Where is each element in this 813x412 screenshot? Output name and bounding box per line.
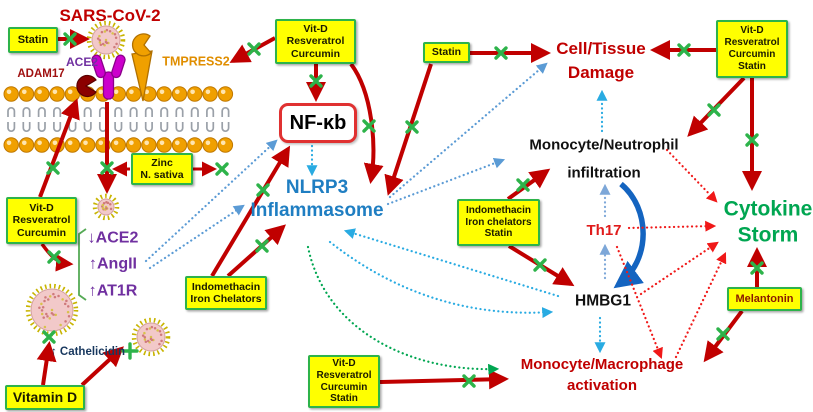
indomethacin-inhibits-nfkb-inhibition-mark — [256, 183, 270, 197]
vitd-inhibits-nlrp3 — [349, 62, 384, 184]
zinc-inhibits-right-inhibition-mark — [215, 162, 229, 176]
vitd-left-inhibits-adam17 — [38, 98, 80, 198]
nlrp3-activates-macrophage — [306, 245, 500, 375]
vitamin-d-box: Vitamin D — [5, 385, 85, 410]
nlrp3-causes-cell-damage — [388, 62, 548, 199]
vitd-bottom-inhibits-activation-inhibition-mark — [462, 374, 476, 388]
nfkb-node: NF-κb — [279, 103, 357, 143]
indomethacin-inhibits-nfkb — [210, 145, 291, 278]
infiltration-feeds-cytokine — [665, 148, 718, 203]
indo-statin-inhibits-infiltration — [506, 168, 551, 201]
indo-statin-inhibits-hmbg1-inhibition-mark — [533, 258, 547, 272]
nlrp3-causes-infiltration — [386, 158, 506, 206]
activation-feeds-cytokine — [674, 252, 727, 359]
vitd-bottom-inhibits-activation — [379, 369, 509, 390]
angii-bracket — [78, 228, 87, 301]
angii-activates-nlrp3 — [148, 204, 245, 270]
virus-endocytosis-inhibition-mark — [100, 161, 114, 175]
tmpress2-label: TMPRESS2 — [162, 54, 230, 69]
ace2-receptor-shape — [91, 54, 126, 100]
vitd-tr-inhibits-cell-damage-inhibition-mark — [677, 43, 691, 57]
angii-activates-nfkb — [144, 139, 278, 263]
vitd-inhibits-tmpress2-inhibition-mark — [247, 42, 261, 56]
adam17-shape — [76, 74, 97, 98]
indo-statin-inhibits-infiltration-inhibition-mark — [516, 178, 530, 192]
vitamin-d-kills-virus-2-plus-mark — [121, 342, 139, 360]
hmbg1-node: HMBG1 — [575, 292, 631, 310]
vitd-inhibits-nfkb-inhibition-mark — [309, 74, 323, 88]
vitamin-d-kills-virus-2 — [80, 346, 124, 387]
vitd-tr-inhibits-infiltration-inhibition-mark — [707, 103, 721, 117]
statin-inhibits-cell-damage-inhibition-mark — [494, 46, 508, 60]
virus-bottom-small — [131, 317, 171, 357]
nlrp3-activates-hmbg1 — [328, 240, 554, 319]
vitd-tr-inhibits-cytokine-inhibition-mark — [745, 133, 759, 147]
vitamin-d-kills-virus-1-inhibition-mark — [42, 330, 56, 344]
adam17-label: ADAM17 — [17, 68, 65, 81]
tmpress2-shape — [131, 33, 153, 102]
hmbg1-activates-nlrp3 — [343, 228, 560, 298]
melantonin-inhibits-activation-inhibition-mark — [716, 327, 730, 341]
melantonin-box: Melantonin — [727, 287, 802, 311]
virus-on-receptor — [86, 20, 126, 60]
indomethacin-inhibits-nlrp3-inhibition-mark — [255, 239, 269, 253]
statin-inhibits-nlrp3-inhibition-mark — [405, 120, 419, 134]
cell-membrane — [3, 86, 234, 153]
statin-inhibits-virus-inhibition-mark — [63, 32, 77, 46]
vitd-left-inhibits-angii-inhibition-mark — [47, 250, 61, 264]
sars-cov-2-title: SARS-CoV-2 — [59, 5, 161, 25]
virus-bottom-large — [25, 283, 79, 337]
th17-feeds-cytokine — [627, 220, 717, 232]
statin-top-left-box: Statin — [8, 27, 58, 53]
ace2-angii-at1r-label: ↓ACE2↑AngII↑AT1R — [87, 229, 139, 300]
vitd-inhibits-nlrp3-inhibition-mark — [362, 119, 376, 133]
statin-top-center-box: Statin — [423, 42, 470, 63]
infiltration-hmbg1-loop — [613, 181, 646, 289]
vitamin-d-kills-virus-1 — [36, 341, 57, 386]
ace2-receptor-label: ACE2 — [65, 54, 99, 69]
melantonin-inhibits-cytokine-inhibition-mark — [750, 261, 764, 275]
th17-node: Th17 — [586, 222, 622, 239]
virus-endocytosed — [92, 193, 120, 221]
vitd-left-inhibits-adam17-inhibition-mark — [46, 161, 60, 175]
hmbg1-feeds-cytokine — [639, 241, 719, 296]
th17-feeds-activation — [615, 245, 663, 360]
cathelicidin-label: ↑ Cathelicidin — [50, 346, 126, 359]
